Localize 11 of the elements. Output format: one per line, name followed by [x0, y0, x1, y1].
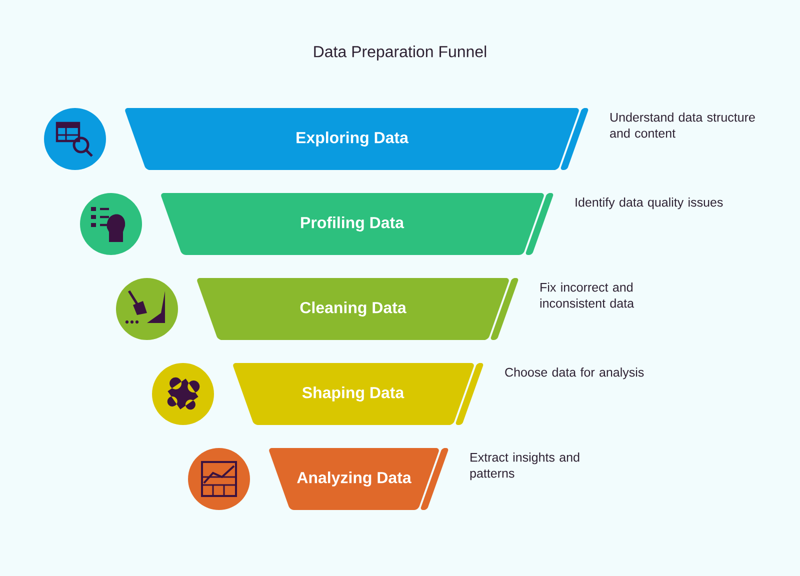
funnel-band: Shaping Data [233, 363, 484, 425]
description: Identify data quality issues [576, 198, 723, 210]
title: Data Preparation Funnel [314, 46, 486, 60]
description: Choose data for analysis [505, 368, 644, 380]
funnel-band: Analyzing Data [269, 448, 448, 510]
description: Extract insights and patterns [470, 452, 580, 480]
description: Fix incorrect and inconsistent data [540, 282, 634, 308]
funnel-band: Exploring Data [125, 108, 588, 170]
description: Understand data structure and content [610, 112, 755, 138]
funnel-band: Profiling Data [161, 193, 554, 255]
funnel-band: Cleaning Data [197, 278, 518, 340]
